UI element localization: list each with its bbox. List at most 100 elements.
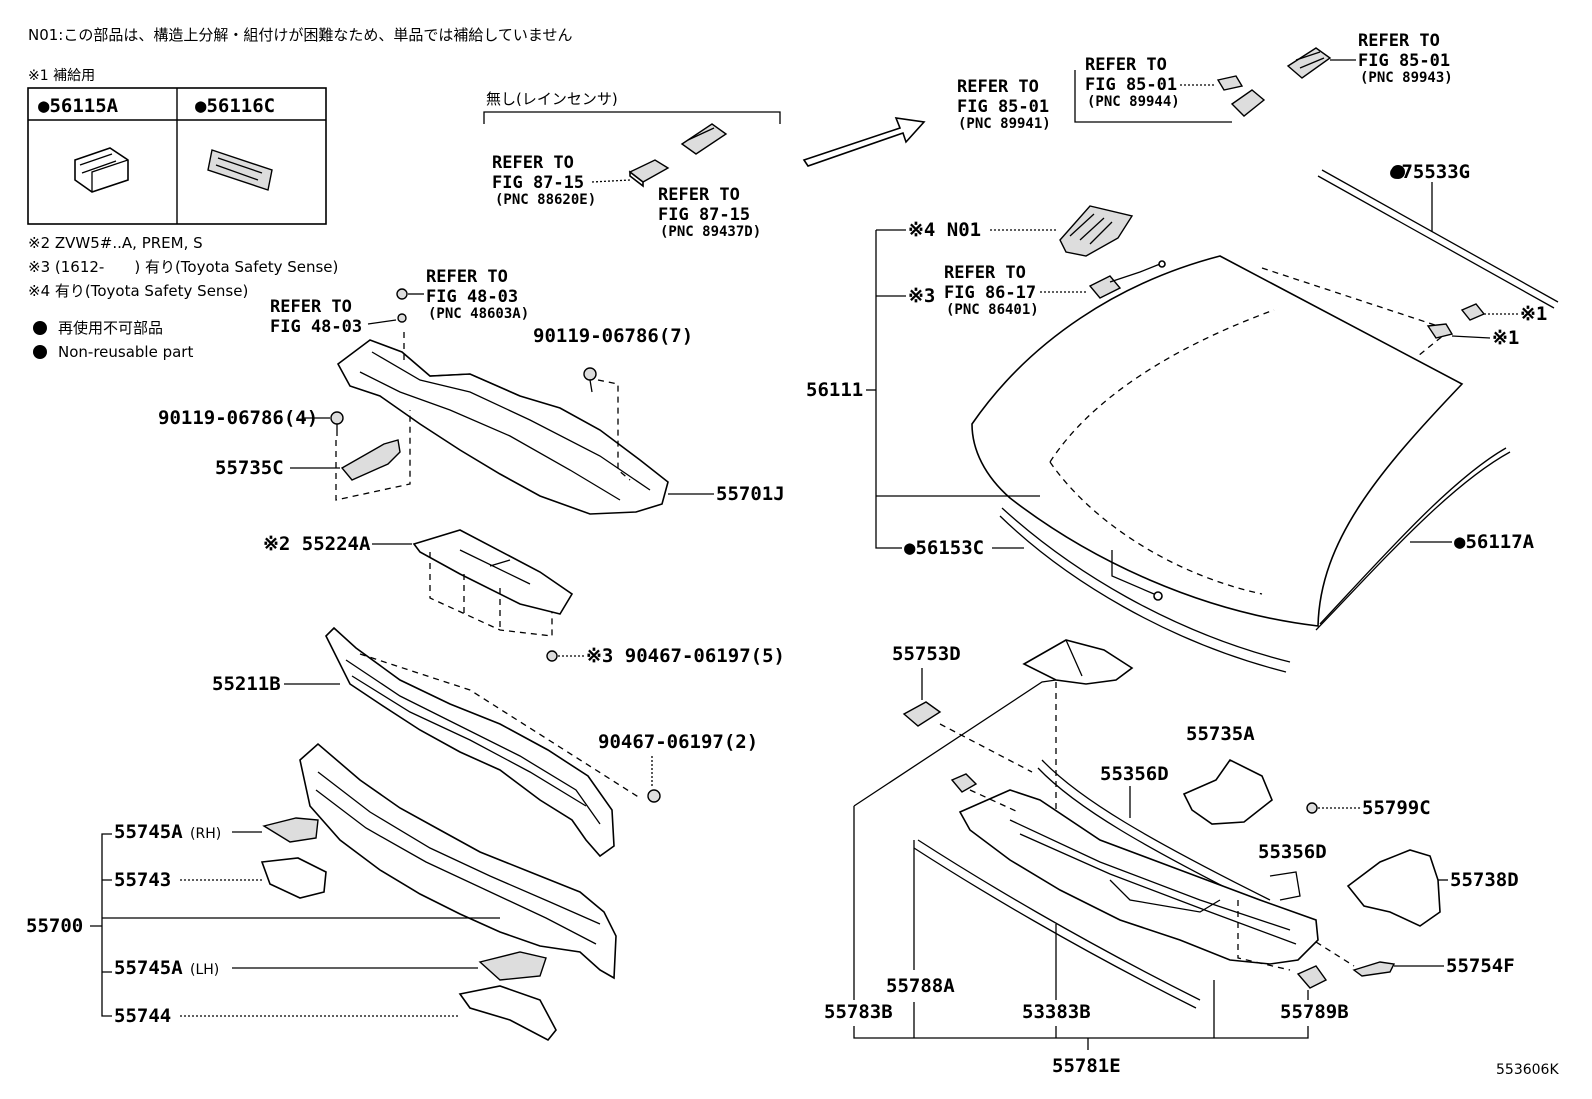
ref-86401-pnc[interactable]: (PNC 86401) — [946, 302, 1039, 318]
part-90119-7[interactable]: 90119-06786(7) — [533, 325, 693, 347]
clip-x1-upper-icon — [1460, 303, 1486, 321]
camera-bracket-n01-icon — [1059, 205, 1134, 257]
bracket-55745a-rh-icon — [262, 817, 319, 843]
cap-icon — [950, 773, 978, 793]
bracket-55738d-icon — [1346, 849, 1441, 927]
ref-86401-l2[interactable]: FIG 86-17 — [944, 283, 1036, 303]
ref-89437d-l1[interactable]: REFER TO — [658, 185, 740, 205]
part-n01[interactable]: ※4 N01 — [908, 219, 981, 241]
part-55745a-rh[interactable]: 55745A — [114, 821, 183, 843]
part-55753d[interactable]: 55753D — [892, 643, 961, 665]
part-55743[interactable]: 55743 — [114, 869, 171, 891]
supply-label: ※1 補給用 — [28, 68, 95, 84]
part-75533g[interactable]: ●75533G — [1390, 161, 1470, 183]
supply-part-56116c[interactable]: ●56116C — [195, 95, 275, 117]
part-55224a[interactable]: ※2 55224A — [263, 533, 371, 555]
clip-48-03-icon — [397, 313, 407, 323]
mark-x1-lower: ※1 — [1492, 327, 1519, 349]
ref-48603a-l2[interactable]: FIG 48-03 — [426, 287, 518, 307]
part-55783b[interactable]: 55783B — [824, 1001, 893, 1023]
ref-89941-l2[interactable]: FIG 85-01 — [957, 97, 1049, 117]
windshield-glass — [971, 255, 1464, 627]
part-55701j[interactable]: 55701J — [716, 483, 785, 505]
silencer-55743-icon — [260, 857, 327, 899]
clip-90467-icon — [546, 650, 558, 662]
cowl-inner-55211b — [325, 626, 615, 858]
part-53383b[interactable]: 53383B — [1022, 1001, 1091, 1023]
ref-89944-l2[interactable]: FIG 85-01 — [1085, 75, 1177, 95]
part-90467-5[interactable]: ※3 90467-06197(5) — [586, 645, 785, 667]
ref-48-03b-l1[interactable]: REFER TO — [270, 297, 352, 317]
part-56117a[interactable]: ●56117A — [1454, 531, 1535, 553]
ref-89943-pnc[interactable]: (PNC 89943) — [1360, 70, 1453, 86]
part-55735c[interactable]: 55735C — [215, 457, 284, 479]
ref-89944-pnc[interactable]: (PNC 89944) — [1087, 94, 1180, 110]
ref-89437d-l2[interactable]: FIG 87-15 — [658, 205, 750, 225]
clip-55799c-icon — [1306, 802, 1318, 814]
figure-id: 553606K — [1496, 1062, 1559, 1078]
part-90467-2[interactable]: 90467-06197(2) — [598, 731, 758, 753]
label-rh: (RH) — [190, 826, 221, 842]
part-55735a[interactable]: 55735A — [1186, 723, 1255, 745]
clip-56116c-image — [207, 149, 273, 191]
part-55356d-a[interactable]: 55356D — [1100, 763, 1169, 785]
ref-48-03b-l2[interactable]: FIG 48-03 — [270, 317, 362, 337]
nonreusable-en: Non-reusable part — [58, 343, 193, 361]
ref-88620e-l2[interactable]: FIG 87-15 — [492, 173, 584, 193]
ref-88620e-pnc[interactable]: (PNC 88620E) — [495, 192, 596, 208]
supply-part-56115a[interactable]: ●56115A — [38, 95, 119, 117]
ref-48603a-pnc[interactable]: (PNC 48603A) — [428, 306, 529, 322]
part-56153c[interactable]: ●56153C — [904, 537, 984, 559]
clip-55754f-icon — [1352, 961, 1396, 977]
part-55781e[interactable]: 55781E — [1052, 1055, 1121, 1077]
nonreusable-jp: 再使用不可部品 — [58, 319, 163, 337]
part-55738d[interactable]: 55738D — [1450, 869, 1519, 891]
ref-89943-l2[interactable]: FIG 85-01 — [1358, 51, 1450, 71]
part-55788a[interactable]: 55788A — [886, 975, 955, 997]
part-55700[interactable]: 55700 — [26, 915, 83, 937]
part-55799c[interactable]: 55799C — [1362, 797, 1431, 819]
rain-sensor-label: 無し(レインセンサ) — [486, 90, 618, 108]
ref-89941-pnc[interactable]: (PNC 89941) — [958, 116, 1051, 132]
bracket-55735a-icon — [1182, 758, 1273, 825]
clip-48603a-icon — [396, 288, 408, 300]
part-55744[interactable]: 55744 — [114, 1005, 171, 1027]
ref-86401-l1[interactable]: REFER TO — [944, 263, 1026, 283]
rain-sensor-icon — [680, 123, 728, 155]
part-90119-4[interactable]: 90119-06786(4) — [158, 407, 318, 429]
clip-90467-2-icon — [647, 789, 661, 803]
bracket-55745a-lh-icon — [478, 951, 547, 981]
nonreusable-dot-icon — [33, 345, 47, 359]
rain-sensor-cover-icon — [628, 159, 670, 188]
ref-89944-l1[interactable]: REFER TO — [1085, 55, 1167, 75]
mark-3: ※3 — [908, 285, 935, 307]
part-55356d-b[interactable]: 55356D — [1258, 841, 1327, 863]
bolt-90119-icon — [583, 367, 597, 393]
sensor-86401-icon — [1088, 260, 1166, 299]
note-4: ※4 有り(Toyota Safety Sense) — [28, 282, 248, 300]
nonreusable-dot-icon — [33, 321, 47, 335]
sensor-cover-89944-icon — [1216, 75, 1244, 91]
ref-88620e-l1[interactable]: REFER TO — [492, 153, 574, 173]
part-55789b[interactable]: 55789B — [1280, 1001, 1349, 1023]
sensor-89943-icon — [1286, 47, 1332, 79]
ref-48603a-l1[interactable]: REFER TO — [426, 267, 508, 287]
clip-56115a-image — [74, 147, 129, 193]
ref-89941-l1[interactable]: REFER TO — [957, 77, 1039, 97]
cowl-duct-icon — [1022, 639, 1134, 685]
cowl-louver-55781e — [958, 789, 1319, 965]
part-55754f[interactable]: 55754F — [1446, 955, 1515, 977]
clip-55753d-icon — [902, 701, 942, 727]
ref-89437d-pnc[interactable]: (PNC 89437D) — [660, 224, 761, 240]
mark-x1-upper: ※1 — [1520, 303, 1547, 325]
label-lh: (LH) — [190, 962, 219, 978]
part-56111[interactable]: 56111 — [806, 379, 863, 401]
cowl-panel-55701j — [336, 339, 669, 515]
header-note: N01:この部品は、構造上分解・組付けが困難なため、単品では補給していません — [28, 26, 572, 44]
ref-89943-l1[interactable]: REFER TO — [1358, 31, 1440, 51]
note-2: ※2 ZVW5#..A, PREM, S — [28, 234, 203, 252]
part-55745a-lh[interactable]: 55745A — [114, 957, 183, 979]
part-55211b[interactable]: 55211B — [212, 673, 281, 695]
clip-x1-lower-icon — [1426, 323, 1454, 339]
